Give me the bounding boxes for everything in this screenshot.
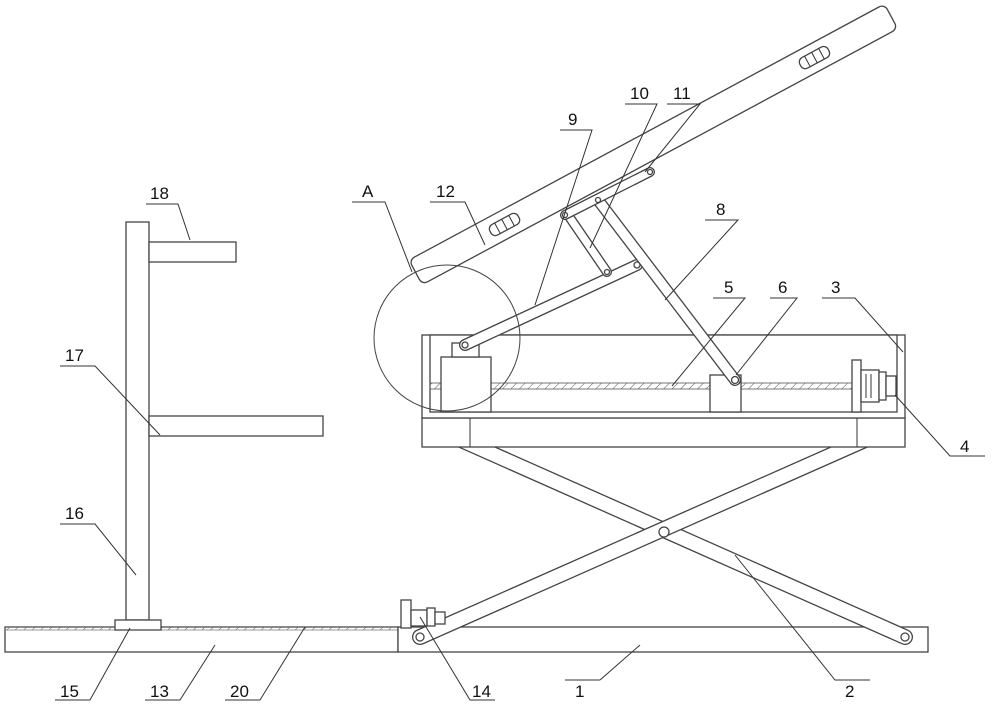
post-16 [125,221,150,621]
label-20: 20 [230,682,249,701]
label-15: 15 [60,682,79,701]
label-4: 4 [960,437,969,456]
label-9: 9 [568,110,577,129]
detail-circle-a [373,264,521,412]
spring-pad [798,45,831,70]
rail-20 [4,626,399,631]
label-14: 14 [472,682,491,701]
label-a: A [362,182,374,201]
lower-frame [421,417,906,448]
label-11: 11 [673,84,691,103]
label-5: 5 [724,278,733,297]
fixed-block [440,356,492,413]
link-8 [592,194,741,386]
label-10: 10 [630,84,649,103]
motor-14 [400,599,446,629]
bracket-11 [560,167,655,220]
spring-pad [488,212,521,237]
leader-lines [55,103,985,701]
label-6: 6 [778,278,787,297]
label-1: 1 [575,682,584,701]
label-17: 17 [65,346,84,365]
label-13: 13 [150,682,169,701]
arm-17 [148,415,324,437]
label-2: 2 [845,682,854,701]
label-8: 8 [716,200,725,219]
label-12: 12 [436,182,455,201]
motor-4 [851,359,897,413]
board-12 [410,5,897,284]
label-3: 3 [831,278,840,297]
base-plate-13 [4,626,399,653]
arm-18 [148,241,237,263]
foot-15 [114,619,162,631]
label-16: 16 [65,504,84,523]
label-18: 18 [150,184,169,203]
link-10 [563,210,612,277]
lead-screw-5 [429,382,858,390]
base-1 [397,626,929,653]
link-9 [459,259,643,351]
